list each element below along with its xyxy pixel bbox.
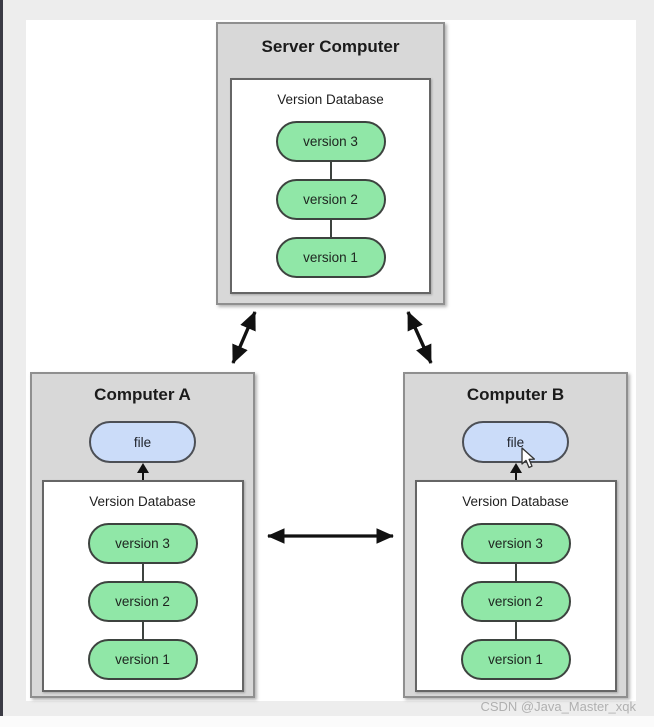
server-version-1-pill: version 1 (275, 237, 386, 278)
csdn-watermark: CSDN @Java_Master_xqk (480, 699, 636, 714)
computer-b-version-database-box: Version Database version 3 version 2 ver… (414, 480, 617, 692)
server-version-database-box: Version Database version 3 version 2 ver… (230, 78, 431, 294)
computer-a-version-database-box: Version Database version 3 version 2 ver… (41, 480, 244, 692)
version-link-line (141, 622, 144, 639)
version-link-line (329, 220, 332, 237)
server-version-stack: version 3 version 2 version 1 (275, 121, 386, 278)
computer-a-version-database-label: Version Database (89, 494, 196, 509)
version-link-line (514, 622, 517, 639)
computer-b-title: Computer B (466, 385, 565, 404)
computer-b-version-database-label: Version Database (462, 494, 569, 509)
up-arrow (509, 463, 523, 480)
server-computer-box: Server Computer Version Database version… (216, 22, 445, 305)
bottom-strip (0, 716, 654, 727)
computer-b-version-stack: version 3 version 2 version 1 (460, 523, 571, 680)
computer-b-box: Computer B file Version Database version… (403, 372, 628, 698)
version-link-line (329, 162, 332, 179)
mouse-cursor-icon (521, 447, 536, 469)
up-arrow-shaft (514, 472, 517, 480)
computer-a-version-2-pill: version 2 (87, 581, 198, 622)
version-link-line (514, 564, 517, 581)
up-arrow-shaft (141, 472, 144, 480)
computer-a-version-1-pill: version 1 (87, 639, 198, 680)
computer-b-version-2-pill: version 2 (460, 581, 571, 622)
computer-a-file-pill: file (89, 421, 196, 463)
server-version-database-label: Version Database (277, 92, 384, 107)
computer-b-version-3-pill: version 3 (460, 523, 571, 564)
computer-a-box: Computer A file Version Database version… (30, 372, 255, 698)
computer-a-version-stack: version 3 version 2 version 1 (87, 523, 198, 680)
computer-a-title: Computer A (94, 385, 191, 404)
version-link-line (141, 564, 144, 581)
computer-b-version-1-pill: version 1 (460, 639, 571, 680)
server-computer-title: Server Computer (261, 37, 400, 56)
computer-b-file-pill: file (462, 421, 569, 463)
server-version-2-pill: version 2 (275, 179, 386, 220)
computer-a-version-3-pill: version 3 (87, 523, 198, 564)
up-arrow (136, 463, 150, 480)
up-arrow-head (509, 463, 522, 473)
server-version-3-pill: version 3 (275, 121, 386, 162)
up-arrow-head (136, 463, 149, 473)
window-left-edge (0, 0, 3, 716)
